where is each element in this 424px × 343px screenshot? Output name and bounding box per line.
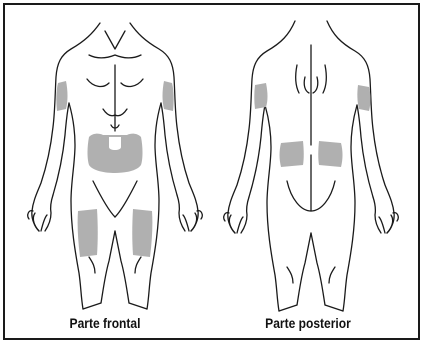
- front-right-arm-site: [163, 81, 174, 111]
- diagram-frame: Parte frontal Parte posterior: [3, 3, 420, 340]
- front-right-thigh-site: [132, 209, 152, 257]
- back-right-hip-site: [318, 141, 342, 167]
- back-view-label: Parte posterior: [244, 315, 373, 331]
- abdomen-navel-gap: [109, 137, 121, 150]
- front-view-label: Parte frontal: [45, 315, 165, 331]
- body-diagram: [5, 5, 420, 340]
- back-right-arm-site: [357, 85, 370, 111]
- front-left-thigh-site: [78, 209, 98, 257]
- front-left-arm-site: [56, 81, 67, 111]
- back-body-figure: [224, 21, 398, 311]
- back-left-arm-site: [254, 83, 267, 109]
- back-left-hip-site: [280, 141, 304, 167]
